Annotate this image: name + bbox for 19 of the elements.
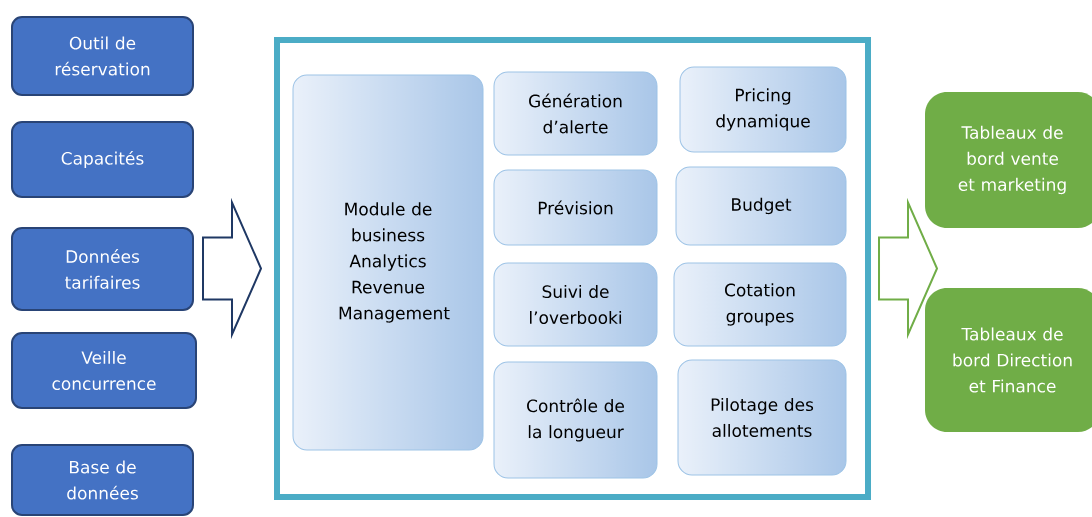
input-box: Veille concurrence [11, 332, 197, 409]
module-box: Pricing dynamique [679, 66, 847, 153]
frame-box [274, 37, 871, 500]
input-box: Base de données [11, 444, 194, 516]
module-box: Module de business Analytics Revenue Management [292, 74, 484, 451]
module-box: Suivi de l’overbooki [493, 262, 658, 347]
module-box: Cotation groupes [673, 262, 847, 347]
block-arrow [878, 197, 939, 340]
input-box: Capacités [11, 121, 194, 198]
module-box: Prévision [493, 169, 658, 246]
output-box: Tableaux de bord vente et marketing [925, 92, 1092, 228]
module-box: Budget [675, 166, 847, 246]
input-box: Outil de réservation [11, 16, 194, 96]
module-box: Génération d’alerte [493, 71, 658, 156]
output-box: Tableaux de bord Direction et Finance [925, 288, 1092, 432]
block-arrow [202, 197, 263, 340]
input-box: Données tarifaires [11, 227, 194, 311]
module-box: Pilotage des allotements [677, 359, 847, 476]
module-box: Contrôle de la longueur [493, 361, 658, 479]
